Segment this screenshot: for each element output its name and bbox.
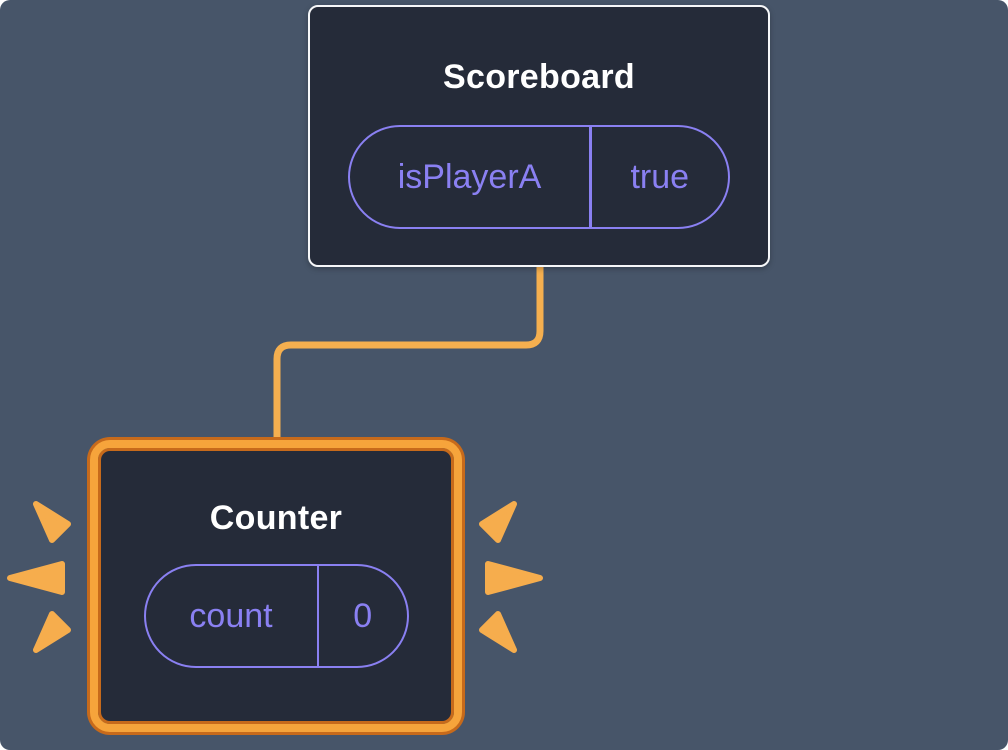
pill-divider bbox=[316, 566, 319, 666]
counter-state-value: 0 bbox=[353, 596, 373, 635]
scoreboard-component-box: Scoreboard isPlayerA true bbox=[308, 5, 770, 267]
counter-state-pill: count 0 bbox=[143, 564, 409, 668]
scoreboard-title: Scoreboard bbox=[443, 58, 635, 96]
scoreboard-state-value: true bbox=[630, 157, 690, 196]
counter-state-key: count bbox=[189, 596, 273, 635]
counter-component-box: Counter count 0 bbox=[90, 440, 462, 732]
counter-title: Counter bbox=[209, 499, 343, 537]
pill-divider bbox=[589, 127, 592, 227]
scoreboard-state-pill: isPlayerA true bbox=[348, 125, 730, 229]
scoreboard-state-key: isPlayerA bbox=[397, 157, 542, 196]
